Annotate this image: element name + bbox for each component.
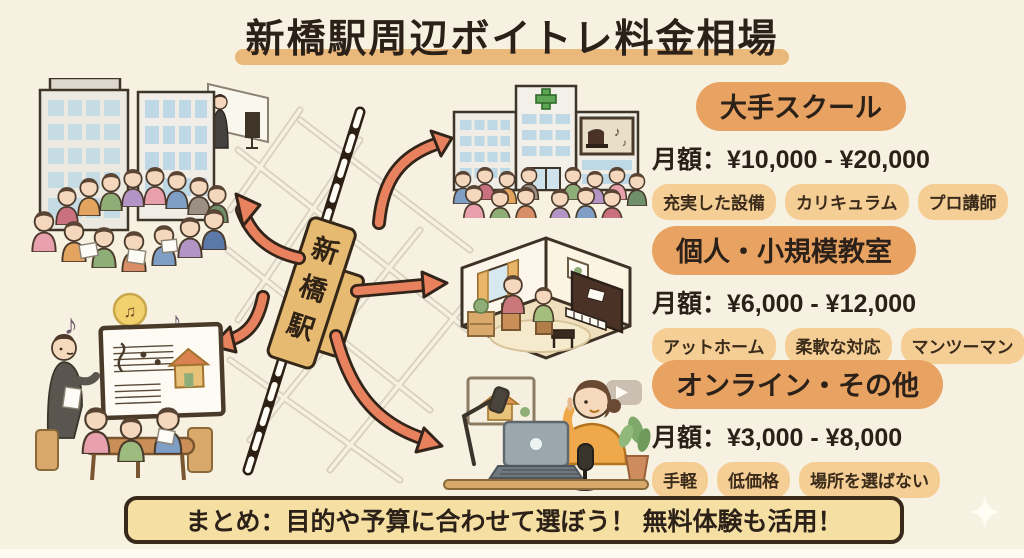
summary-box: まとめ：目的や予算に合わせて選ぼう！ 無料体験も活用！ <box>124 496 904 544</box>
station-building: 新 橋 駅 <box>266 216 365 370</box>
lesson-whiteboard <box>98 321 226 421</box>
svg-text:♪: ♪ <box>614 124 621 139</box>
tag: カリキュラム <box>785 184 909 220</box>
header: 新橋駅周辺ボイトレ料金相場 <box>0 8 1024 65</box>
section-private-small-class: 個人・小規模教室 月額：¥6,000 - ¥12,000 アットホーム 柔軟な対… <box>652 226 1024 364</box>
school-wing-right: ♪ ♪ <box>574 110 640 192</box>
illustration-piano-room <box>440 226 652 371</box>
tag: 手軽 <box>652 462 708 498</box>
illustration-major-school: ♪ ♪ <box>440 76 652 225</box>
illustration-group-lessons <box>12 76 272 293</box>
laptop <box>488 420 584 479</box>
teacher-and-student <box>500 274 555 335</box>
tag-list: 充実した設備 カリキュラム プロ講師 <box>652 184 1024 220</box>
woman-figure <box>558 380 628 466</box>
section-title-badge: 個人・小規模教室 <box>652 226 916 275</box>
tag: 充実した設備 <box>652 184 776 220</box>
floating-music-notes: ♪ ♪ ♫ <box>64 292 182 340</box>
clef-squiggle <box>117 342 126 373</box>
section-title-badge: 大手スクール <box>696 82 906 131</box>
svg-text:♪: ♪ <box>622 138 627 149</box>
price-range: 月額：¥3,000 - ¥8,000 <box>652 424 903 452</box>
tag: 柔軟な対応 <box>784 328 892 364</box>
tag-list: 手軽 低価格 場所を選ばない <box>652 462 1024 498</box>
station-label: 新 橋 駅 <box>283 232 343 346</box>
house-icon <box>167 347 211 389</box>
arrow-to-online-lesson <box>329 329 444 454</box>
svg-text:新: 新 <box>308 232 343 270</box>
upright-piano <box>551 270 624 348</box>
teacher-figure <box>46 334 100 439</box>
sparkle-icon <box>971 496 999 528</box>
tag: マンツーマン <box>900 328 1024 364</box>
page-title: 新橋駅周辺ボイトレ料金相場 <box>235 8 789 65</box>
tag-list: アットホーム 柔軟な対応 マンツーマン <box>652 328 1024 364</box>
illustration-small-class: ♪ ♪ ♫ <box>12 288 237 498</box>
potted-plant <box>618 416 651 481</box>
section-online-other: オンライン・その他 月額：¥3,000 - ¥8,000 手軽 低価格 場所を選… <box>652 360 1024 498</box>
arrow-to-piano-room <box>350 270 449 299</box>
price-range: 月額：¥6,000 - ¥12,000 <box>652 290 917 318</box>
svg-text:橋: 橋 <box>295 271 331 308</box>
section-title-badge: オンライン・その他 <box>652 360 943 409</box>
bottom-strip <box>0 549 1024 558</box>
svg-text:駅: 駅 <box>283 309 318 346</box>
tag: 低価格 <box>717 462 790 498</box>
illustration-online-lesson <box>440 364 652 501</box>
tag: 場所を選ばない <box>799 462 940 498</box>
student-crowd <box>31 166 229 272</box>
students-at-table <box>35 406 213 481</box>
desk-surface <box>443 479 649 490</box>
tag: アットホーム <box>652 328 776 364</box>
price-range: 月額：¥10,000 - ¥20,000 <box>652 146 930 174</box>
section-major-school: 大手スクール 月額：¥10,000 - ¥20,000 充実した設備 カリキュラ… <box>652 82 1024 220</box>
sheet-music <box>78 238 179 265</box>
play-icon <box>606 380 642 405</box>
green-cross-icon <box>535 88 557 110</box>
svg-text:♫: ♫ <box>124 302 137 321</box>
window-with-curtains <box>477 258 519 308</box>
svg-text:♪: ♪ <box>64 309 78 340</box>
piano-billboard: ♪ ♪ <box>579 116 635 156</box>
side-cabinet-plant <box>467 298 495 337</box>
svg-text:♪: ♪ <box>170 307 182 333</box>
tag: プロ講師 <box>917 184 1008 220</box>
